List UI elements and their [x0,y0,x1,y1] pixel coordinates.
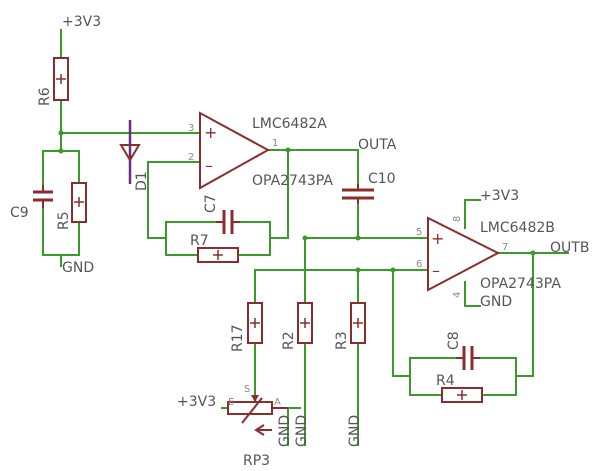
wires [42,29,569,446]
opamp-a: + – 3 2 1 LMC6482A OPA2743PA [188,111,333,190]
label-r2: R2 [281,331,297,350]
capacitor-c7: C7 [203,194,240,234]
resistor-r6: R6 [37,57,69,106]
resistor-r2: R2 [281,302,313,350]
label-rp3-e: E [228,397,234,408]
opamp-a-minus-sign: – [205,156,213,175]
pin-b-vcc: 8 [452,216,463,222]
label-vcc-right: +3V3 [480,188,519,204]
capacitor-c10: C10 [342,171,396,204]
resistor-r7: R7 [190,233,239,263]
label-r7: R7 [190,233,209,249]
opamp-b-minus-sign: – [432,261,440,280]
label-opa-a-part: LMC6482A [252,116,327,132]
label-r17: R17 [230,324,246,352]
label-outb: OUTB [550,240,589,256]
label-opa-b-part: LMC6482B [480,220,555,236]
label-rp3: RP3 [243,453,270,469]
label-opa-b-value: OPA2743PA [480,276,561,292]
pin-b-plus: 5 [416,227,422,238]
label-opa-a-value: OPA2743PA [252,173,333,189]
label-gnd-left: GND [62,260,94,276]
pin-a-minus: 2 [188,152,194,163]
label-r3: R3 [334,331,350,350]
label-gnd-rp3: GND [277,415,293,447]
label-rp3-s: S [244,384,250,395]
label-c8: C8 [446,331,462,350]
label-r6: R6 [37,87,53,106]
label-vcc-rp3: +3V3 [177,394,216,410]
pin-a-out: 1 [272,138,278,149]
opamp-b-plus-sign: + [431,229,444,248]
label-c10: C10 [368,171,396,187]
label-gnd-r2: GND [294,415,310,447]
label-c9: C9 [10,205,29,221]
label-vcc-top: +3V3 [62,14,101,30]
junctions [58,130,536,273]
pin-b-out: 7 [502,242,508,253]
label-d1: D1 [134,171,150,191]
label-outa: OUTA [358,137,397,153]
resistor-r17: R17 [230,302,263,352]
opamp-a-plus-sign: + [204,123,217,142]
label-gnd-opb: GND [480,294,512,310]
label-rp3-a: A [274,397,281,408]
resistor-r5: R5 [56,182,87,230]
opamp-b: + – 5 6 7 8 4 LMC6482B OPA2743PA [416,216,561,298]
label-r5: R5 [56,211,72,230]
resistor-r4: R4 [436,373,483,403]
pin-b-minus: 6 [416,259,422,270]
pin-b-gnd: 4 [452,292,463,298]
label-gnd-r3: GND [347,415,363,447]
label-r4: R4 [436,373,455,389]
trimmer-rp3: S E A RP3 [227,384,288,469]
pin-a-plus: 3 [188,123,194,134]
resistor-r3: R3 [334,302,366,350]
capacitor-c8: C8 [446,331,480,370]
capacitor-c9: C9 [10,185,53,221]
diode-d1: D1 [119,120,150,191]
label-c7: C7 [203,194,219,213]
